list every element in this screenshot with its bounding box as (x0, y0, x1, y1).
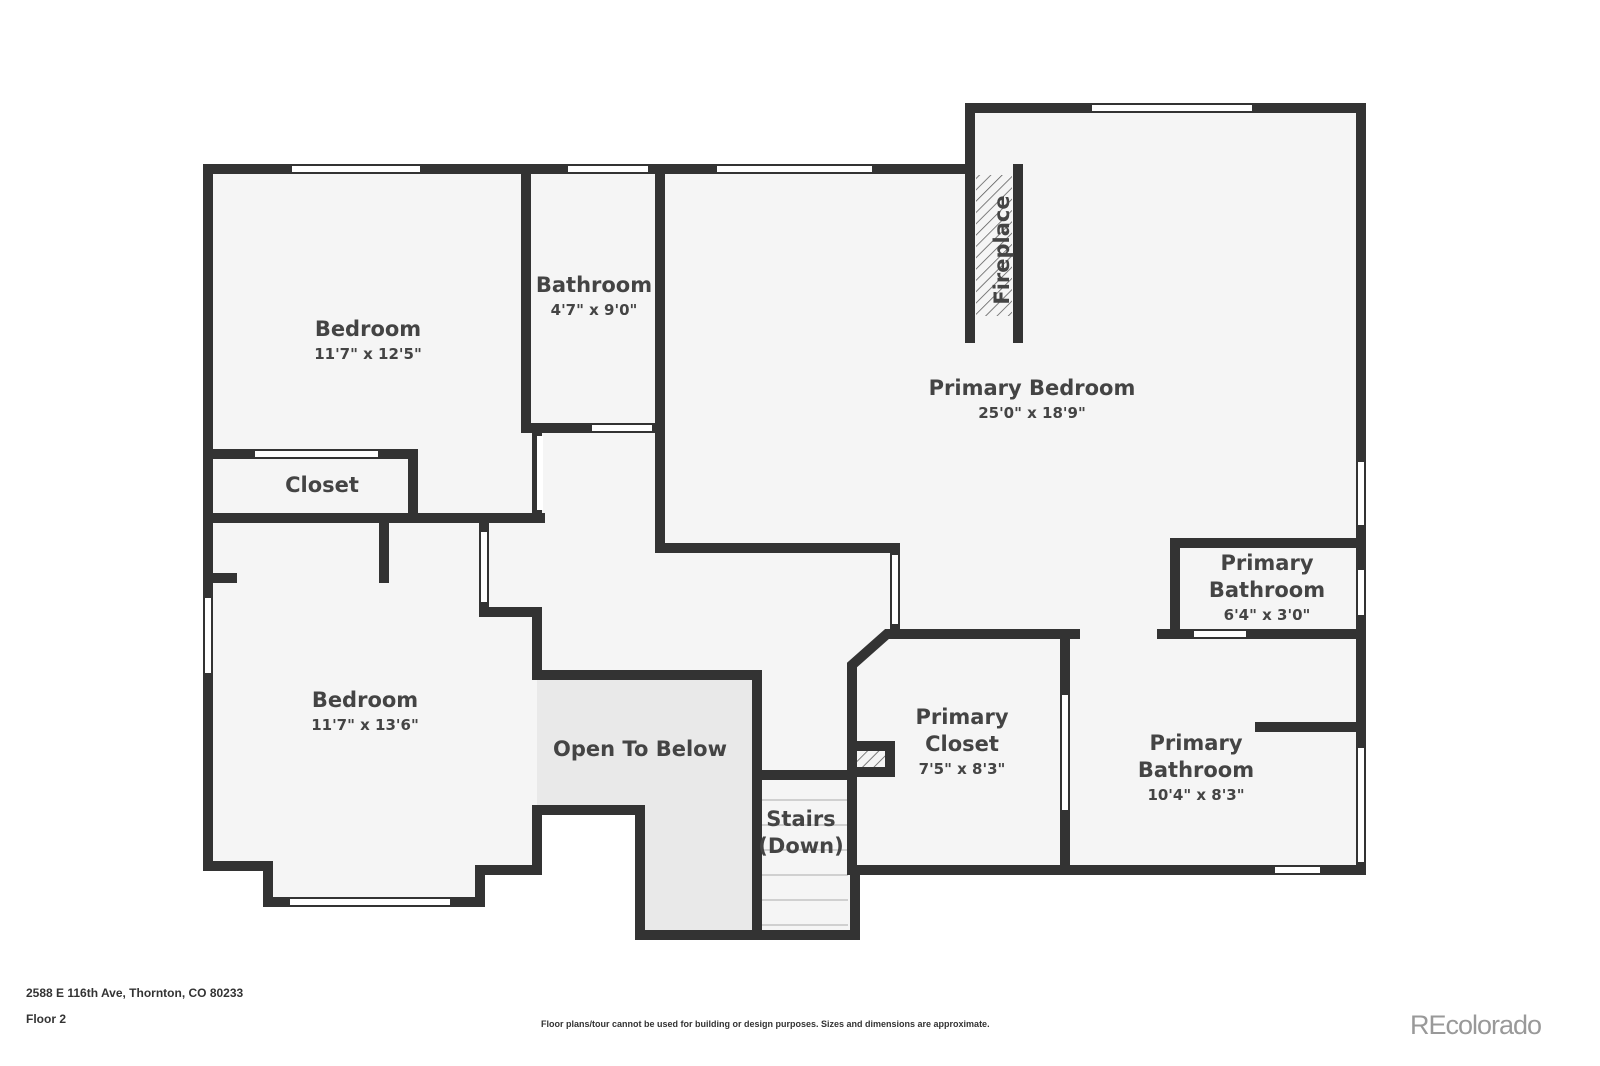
room-dimensions: 10'4" x 8'3" (1147, 786, 1244, 804)
room-name-line1: Stairs (766, 807, 835, 831)
stair-treads (762, 799, 848, 926)
room-bedroom-1: Bedroom 11'7" x 12'5" (314, 317, 422, 363)
room-stairs: Stairs (Down) (758, 807, 843, 858)
room-name: Bathroom (536, 273, 652, 297)
windows-and-openings (205, 105, 1364, 905)
fireplace-label: Fireplace (990, 195, 1014, 304)
room-name: Primary Bedroom (929, 376, 1136, 400)
room-closet: Closet (285, 473, 359, 497)
room-name-line2: Bathroom (1209, 578, 1325, 602)
room-dimensions: 25'0" x 18'9" (978, 404, 1086, 422)
room-name-line1: Primary (915, 705, 1008, 729)
room-primary-bedroom: Primary Bedroom 25'0" x 18'9" (929, 376, 1136, 422)
room-bedroom-2: Bedroom 11'7" x 13'6" (311, 688, 419, 734)
room-name-line2: Bathroom (1138, 758, 1254, 782)
room-name: Bedroom (312, 688, 418, 712)
room-bathroom: Bathroom 4'7" x 9'0" (536, 273, 652, 319)
room-dimensions: 11'7" x 13'6" (311, 716, 419, 734)
fireplace-hatch (976, 175, 1012, 316)
room-name-line1: Primary (1220, 551, 1313, 575)
room-dimensions: 11'7" x 12'5" (314, 345, 422, 363)
hatched-box (857, 750, 887, 768)
disclaimer: Floor plans/tour cannot be used for buil… (541, 1019, 990, 1029)
room-primary-closet: Primary Closet 7'5" x 8'3" (915, 705, 1008, 778)
room-name-line2: (Down) (758, 834, 843, 858)
floor-label: Floor 2 (26, 1012, 67, 1026)
room-primary-bathroom-small: Primary Bathroom 6'4" x 3'0" (1209, 551, 1325, 624)
room-name: Bedroom (315, 317, 421, 341)
brand-logo: REcolorado (1410, 1010, 1542, 1040)
room-name-line1: Primary (1149, 731, 1242, 755)
room-dimensions: 7'5" x 8'3" (919, 760, 1006, 778)
room-dimensions: 6'4" x 3'0" (1224, 606, 1311, 624)
address: 2588 E 116th Ave, Thornton, CO 80233 (26, 986, 244, 1000)
room-primary-bathroom: Primary Bathroom 10'4" x 8'3" (1138, 731, 1254, 804)
room-name-line2: Closet (925, 732, 999, 756)
open-to-below-area (537, 675, 757, 935)
floor-area (208, 108, 1361, 935)
room-open-to-below: Open To Below (553, 737, 727, 761)
room-dimensions: 4'7" x 9'0" (551, 301, 638, 319)
